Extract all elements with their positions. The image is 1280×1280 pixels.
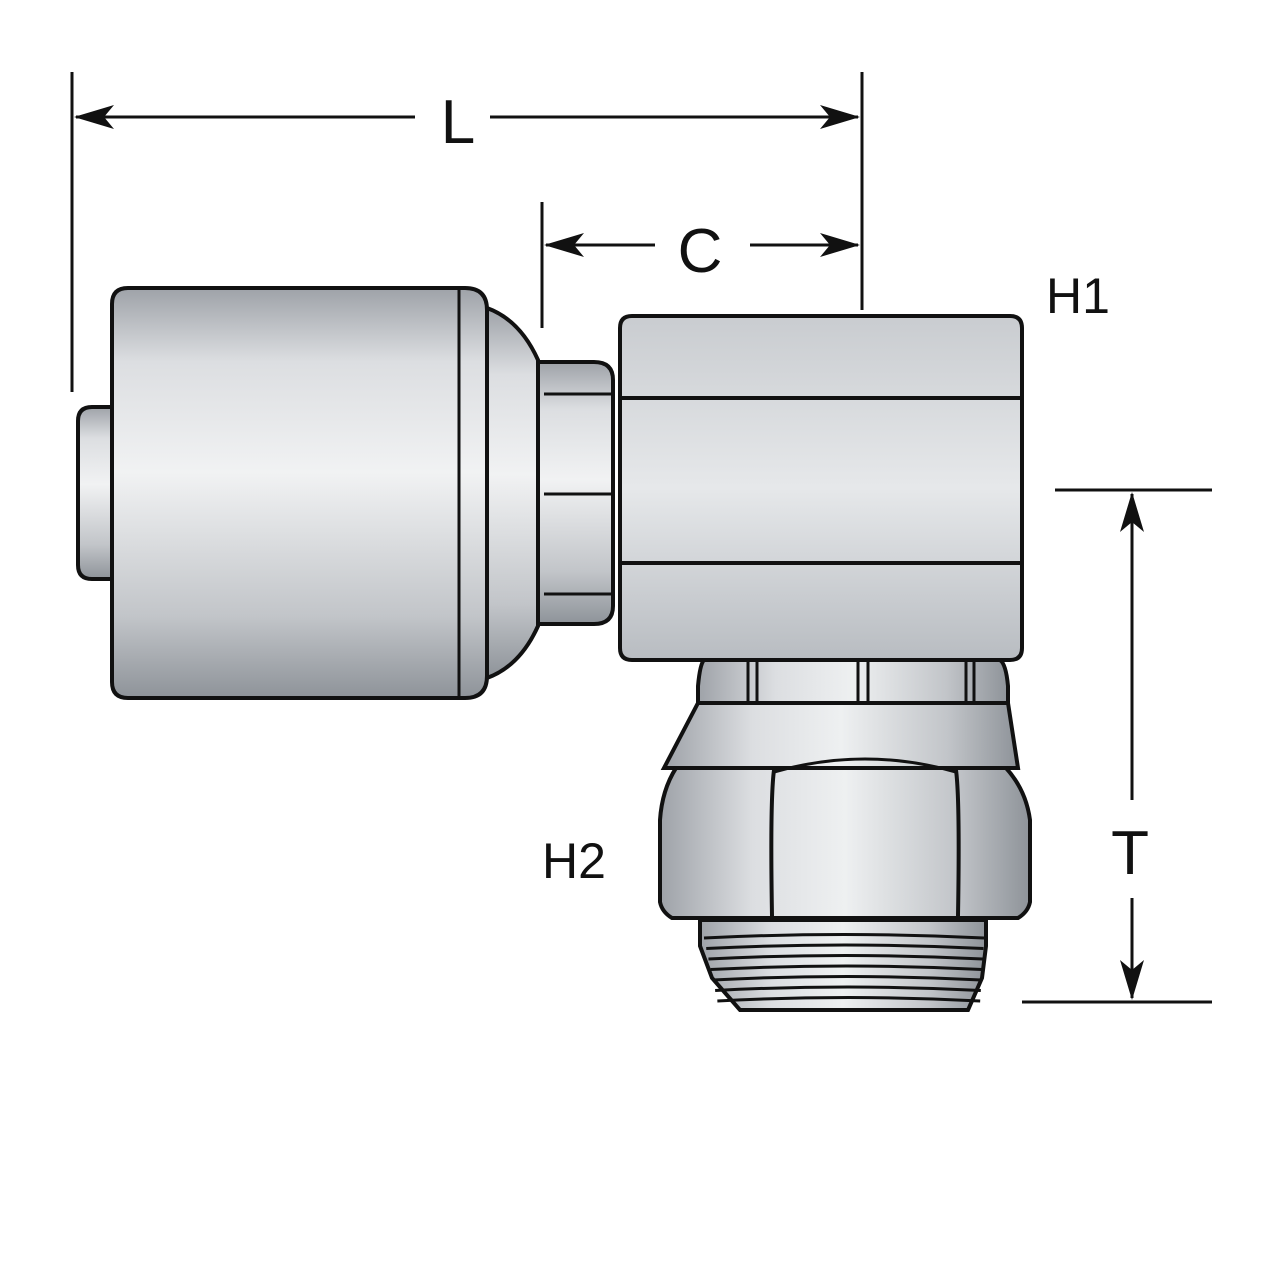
hex-top-arc [773,757,957,774]
thread-ridge-5 [715,985,981,992]
thread-lines [703,933,985,1003]
hex-outline [658,766,1032,920]
elbow-body-h1 [618,314,1024,662]
crimp-shell [110,286,489,700]
swivel-collar [660,658,1021,770]
thread-ridge-2 [708,954,983,961]
threaded-stem [698,918,988,1012]
hex-edge-left [769,769,776,917]
label-thread: T [1111,819,1149,888]
dimension-thread: T [1022,488,1212,1004]
hex-nut-h2 [658,757,1032,920]
hose-stub [76,405,122,581]
thread-ridge-6 [717,996,981,1003]
collar-top [696,658,1010,705]
label-cutoff: C [678,217,723,286]
thread-ridge-4 [712,975,982,982]
h1-block [618,314,1024,662]
label-hex1: H1 [1046,268,1110,324]
dimension-length: L [70,72,864,392]
label-length: L [441,88,475,157]
ferrule-shoulder [485,305,540,681]
thread-ridge-1 [706,943,984,950]
label-hex2: H2 [542,833,606,889]
dimension-cutoff: C [540,202,860,328]
ferrule [76,286,615,700]
collar-taper [660,701,1021,770]
hex-edge-right [954,769,961,917]
thread-ridge-0 [703,933,985,940]
thread-ridge-3 [710,964,983,971]
